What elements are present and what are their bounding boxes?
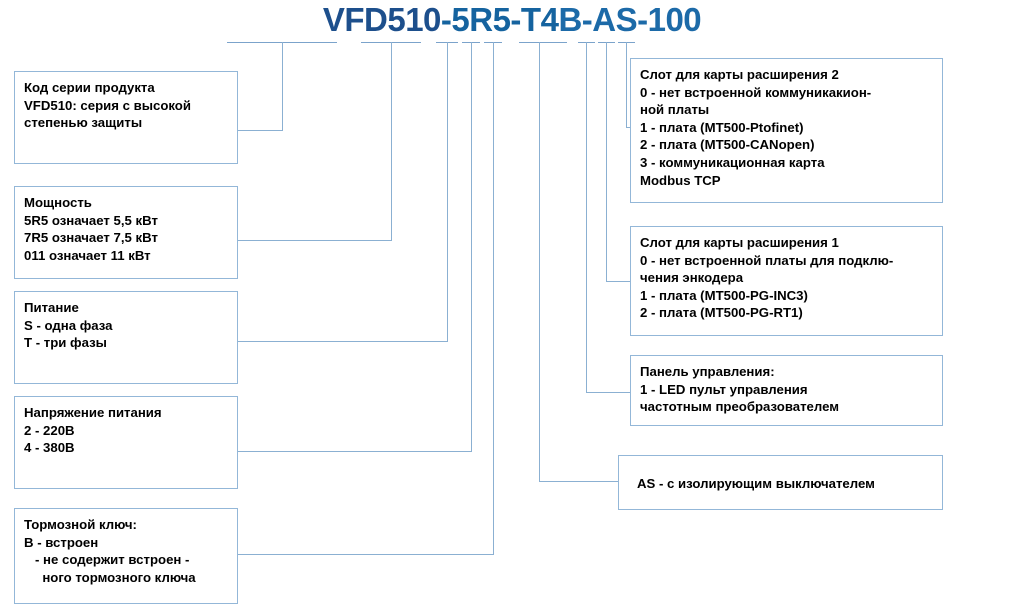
info-box-control-panel: Панель управления: 1 - LED пульт управле… (630, 355, 943, 426)
connector-voltage-horizontal (238, 451, 472, 452)
page-title: VFD510-5R5-T4B-AS-100 (0, 0, 1024, 42)
connector-isolator-vertical (539, 42, 540, 481)
connector-isolator-horizontal (539, 481, 619, 482)
connector-slot1-horizontal (606, 281, 632, 282)
info-box-product-series-code: Код серии продукта VFD510: серия с высок… (14, 71, 238, 164)
connector-power-vertical (391, 42, 392, 240)
connector-phase-vertical (447, 42, 448, 341)
connector-slot2-vertical (626, 42, 627, 127)
info-box-expansion-slot-2: Слот для карты расширения 2 0 - нет встр… (630, 58, 943, 203)
connector-phase-horizontal (238, 341, 448, 342)
info-box-brake-chopper: Тормозной ключ: B - встроен - не содержи… (14, 508, 238, 604)
title-part-options: B-AS-100 (558, 1, 702, 38)
underline-isolator (519, 42, 567, 43)
title-part-series: VFD510 (322, 1, 442, 38)
info-box-expansion-slot-1: Слот для карты расширения 1 0 - нет встр… (630, 226, 943, 336)
connector-brake-vertical (493, 42, 494, 554)
connector-series-horizontal (238, 130, 283, 131)
connector-power-horizontal (238, 240, 392, 241)
connector-panel-horizontal (586, 392, 632, 393)
connector-slot1-vertical (606, 42, 607, 281)
info-box-supply-phases: Питание S - одна фаза T - три фазы (14, 291, 238, 384)
connector-voltage-vertical (471, 42, 472, 451)
info-box-power-rating: Мощность 5R5 означает 5,5 кВт 7R5 означа… (14, 186, 238, 279)
info-box-isolator-switch: AS - с изолирующим выключателем (618, 455, 943, 510)
title-part-power-voltage: -5R5-T4 (440, 1, 559, 38)
info-box-supply-voltage: Напряжение питания 2 - 220В 4 - 380В (14, 396, 238, 489)
connector-brake-horizontal (238, 554, 494, 555)
connector-series-vertical (282, 42, 283, 130)
connector-panel-vertical (586, 42, 587, 392)
